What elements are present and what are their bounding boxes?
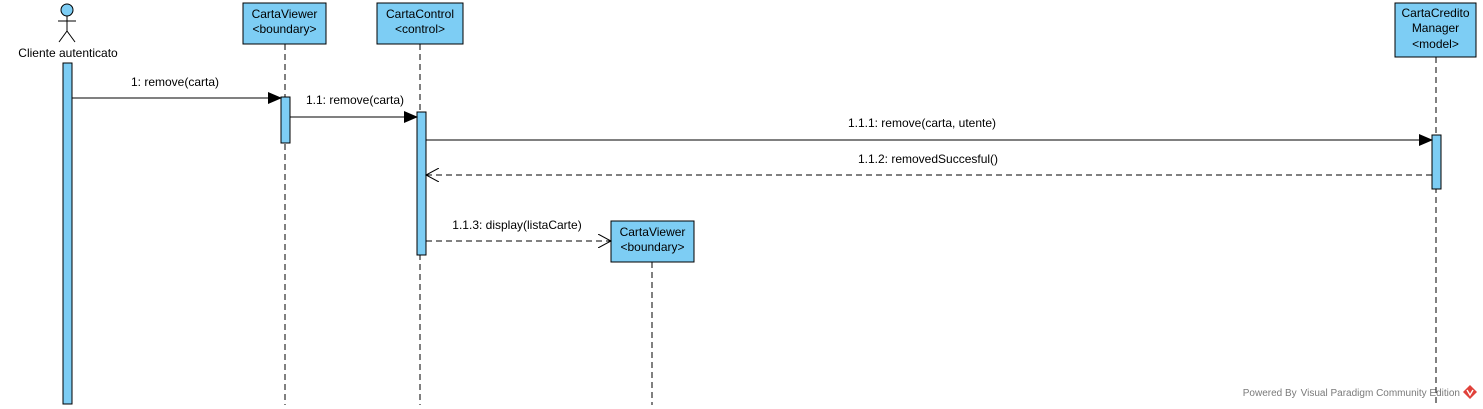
visual-paradigm-logo-icon xyxy=(1463,385,1477,399)
activation-cartacontrol xyxy=(416,111,427,256)
lifeline-name: CartaViewer xyxy=(252,7,318,21)
message-label: 1.1: remove(carta) xyxy=(306,93,404,107)
actor-cliente[interactable]: Cliente autenticato xyxy=(18,3,118,60)
message-label: 1.1.1: remove(carta, utente) xyxy=(848,116,996,130)
lifeline-head-cartacreditomanager[interactable]: CartaCredito Manager <model> xyxy=(1394,2,1477,58)
lifeline-name: CartaViewer xyxy=(620,225,686,239)
activation-actor xyxy=(62,62,73,405)
lifeline-head-cartacontrol[interactable]: CartaControl <control> xyxy=(376,2,464,45)
lifeline-name: CartaControl xyxy=(386,7,454,21)
watermark-text: Powered By Visual Paradigm Community Edi… xyxy=(1243,388,1460,399)
actor-head xyxy=(60,3,74,17)
lifeline-name-2: Manager xyxy=(1412,21,1459,35)
actor-label: Cliente autenticato xyxy=(18,46,118,60)
activation-manager xyxy=(1431,134,1442,190)
actor-leg-right xyxy=(66,30,76,43)
message-label: 1.1.3: display(listaCarte) xyxy=(452,218,581,232)
lifeline-box xyxy=(242,2,327,45)
message-1-1-3[interactable]: 1.1.3: display(listaCarte) xyxy=(426,218,611,241)
actor-leg-left xyxy=(58,30,68,43)
lifeline-stereotype: <boundary> xyxy=(252,22,316,36)
message-1[interactable]: 1: remove(carta) xyxy=(72,75,282,104)
lifeline-name: CartaCredito xyxy=(1401,6,1469,20)
lifeline-box xyxy=(376,2,464,45)
activation-cartaviewer xyxy=(280,96,291,144)
lifeline-stereotype: <boundary> xyxy=(620,240,684,254)
message-1-1[interactable]: 1.1: remove(carta) xyxy=(290,93,418,123)
message-1-1-2[interactable]: 1.1.2: removedSuccesful() xyxy=(426,152,1432,175)
lifeline-stereotype: <control> xyxy=(395,22,445,36)
message-1-1-1[interactable]: 1.1.1: remove(carta, utente) xyxy=(426,116,1433,146)
message-label: 1: remove(carta) xyxy=(131,75,219,89)
message-label: 1.1.2: removedSuccesful() xyxy=(858,152,998,166)
lifeline-box xyxy=(1394,2,1477,58)
lifeline-head-cartaviewer[interactable]: CartaViewer <boundary> xyxy=(242,2,327,45)
lifeline-stereotype: <model> xyxy=(1412,37,1459,51)
lifeline-head-cartaviewer-created[interactable]: CartaViewer <boundary> xyxy=(610,220,695,263)
